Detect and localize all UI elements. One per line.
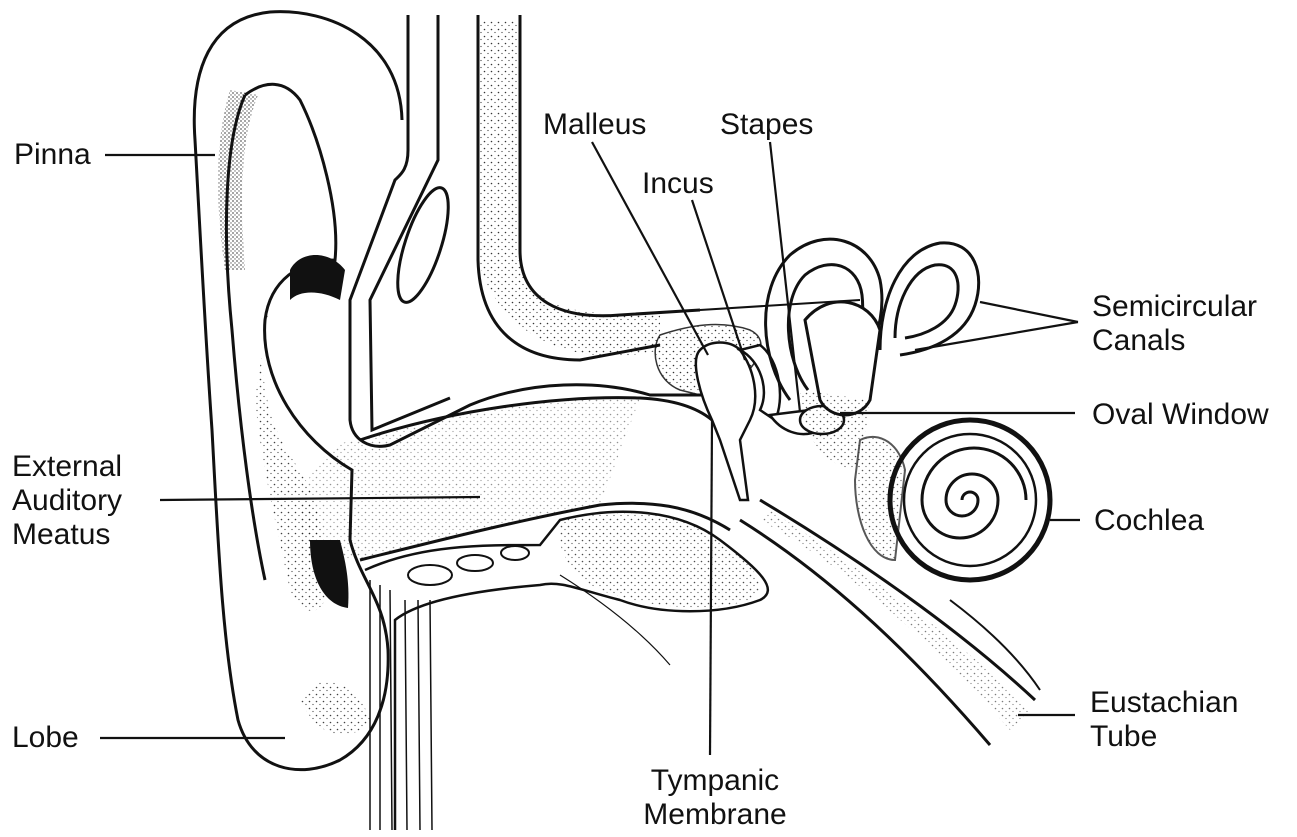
leader-semicircular-1	[980, 302, 1078, 322]
cochlea-shape	[855, 420, 1050, 580]
label-line: Auditory	[12, 484, 122, 518]
label-line: Membrane	[630, 798, 800, 832]
label-external-auditory-meatus: External Auditory Meatus	[12, 450, 122, 552]
label-incus: Incus	[642, 167, 714, 201]
label-line: Meatus	[12, 518, 122, 552]
label-lobe: Lobe	[12, 721, 79, 755]
label-eustachian-tube: Eustachian Tube	[1090, 686, 1238, 754]
label-line: Tube	[1090, 720, 1238, 754]
label-tympanic-membrane: Tympanic Membrane	[630, 764, 800, 832]
label-line: Tympanic	[630, 764, 800, 798]
label-line: External	[12, 450, 122, 484]
label-line: Semicircular	[1092, 290, 1257, 324]
label-malleus: Malleus	[543, 108, 646, 142]
temporal-bone-shape	[350, 15, 860, 446]
label-line: Canals	[1092, 324, 1257, 358]
label-stapes: Stapes	[720, 108, 813, 142]
label-cochlea: Cochlea	[1094, 504, 1204, 538]
label-line: Eustachian	[1090, 686, 1238, 720]
leader-tympanic	[710, 420, 712, 755]
label-oval-window: Oval Window	[1092, 398, 1269, 432]
label-semicircular-canals: Semicircular Canals	[1092, 290, 1257, 358]
label-pinna: Pinna	[14, 138, 91, 172]
